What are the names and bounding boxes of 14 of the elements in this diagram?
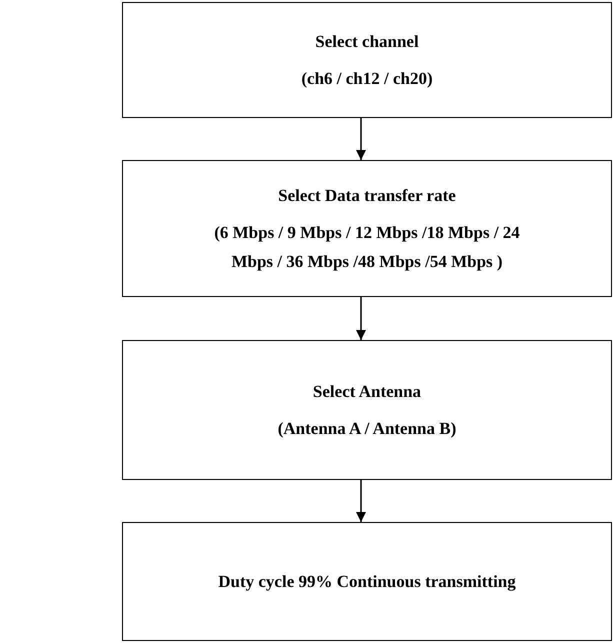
step-options: (ch6 / ch12 / ch20) <box>301 64 433 93</box>
process-box <box>122 340 612 480</box>
step-title: Select Antenna <box>312 381 422 403</box>
arrow <box>356 297 366 340</box>
process-box <box>122 522 612 641</box>
process-box <box>122 2 612 118</box>
process-box <box>122 160 612 297</box>
step-options: (6 Mbps / 9 Mbps / 12 Mbps /18 Mbps / 24 Mbps / 36 Mbps /48 Mbps /54 Mbps ) <box>192 218 542 276</box>
step-title: Select channel <box>315 31 419 53</box>
arrow <box>356 118 366 160</box>
arrow <box>356 480 366 522</box>
step-title: Select Data transfer rate <box>278 185 456 207</box>
step-title: Duty cycle 99% Continuous transmitting <box>218 571 516 593</box>
step-options: (Antenna A / Antenna B) <box>278 414 456 443</box>
